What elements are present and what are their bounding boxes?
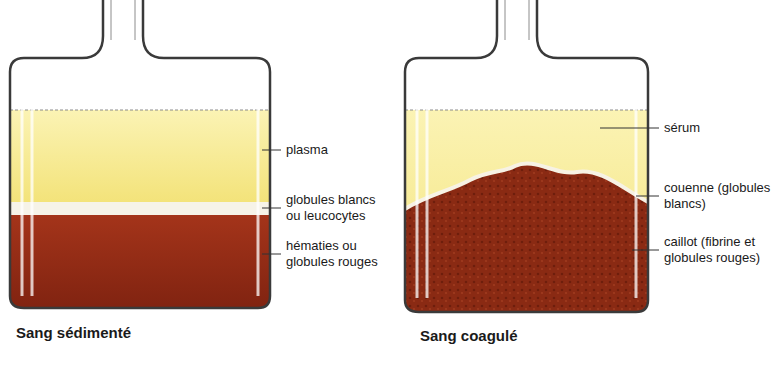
figure-caption: Sang coagulé bbox=[420, 327, 620, 345]
flask-outline bbox=[10, 0, 270, 308]
figure-caption: Sang sédimenté bbox=[16, 324, 216, 342]
blood-clot bbox=[400, 110, 660, 320]
blood-layers bbox=[0, 110, 280, 315]
leader-lines bbox=[262, 150, 281, 254]
part-label: couenne (globules blancs) bbox=[664, 180, 776, 212]
part-label: caillot (fibrine et globules rouges) bbox=[664, 234, 776, 266]
flask-outline bbox=[405, 0, 648, 312]
part-label: plasma bbox=[286, 142, 386, 158]
part-label: sérum bbox=[664, 120, 776, 136]
part-label: globules blancs ou leucocytes bbox=[286, 192, 391, 224]
leader-lines bbox=[600, 128, 659, 250]
part-label: hématies ou globules rouges bbox=[286, 238, 391, 270]
